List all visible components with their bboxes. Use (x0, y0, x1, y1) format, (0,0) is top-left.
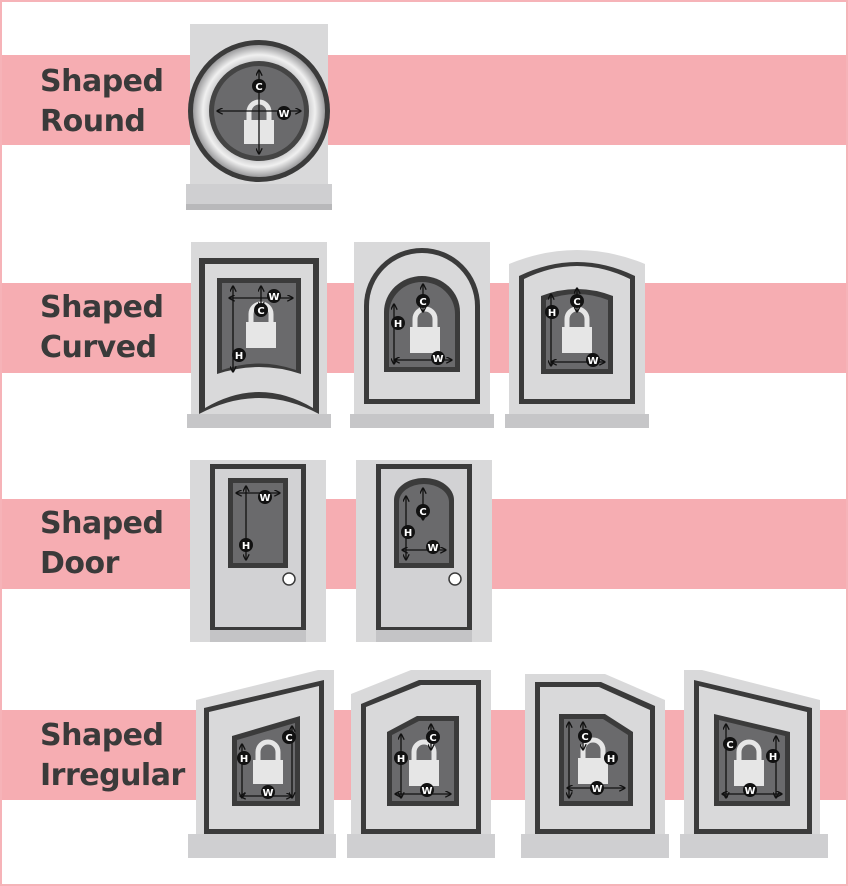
height-marker: H (545, 305, 559, 319)
center-marker-text: C (255, 82, 262, 93)
height-marker-text: H (769, 752, 777, 763)
width-marker: W (586, 353, 600, 367)
width-marker-text: W (268, 292, 279, 303)
width-marker-text: W (591, 784, 602, 795)
center-marker-text: C (419, 507, 426, 518)
sill (505, 414, 649, 428)
row-subtitle: Door (40, 546, 119, 581)
width-marker-text: W (587, 356, 598, 367)
sill (347, 834, 495, 858)
width-marker: W (277, 106, 291, 120)
window-round: C W (186, 24, 332, 210)
center-marker-text: C (581, 732, 588, 743)
lock-icon (253, 739, 283, 784)
center-marker: C (416, 294, 430, 308)
row-label-irregular: Shaped Irregular (40, 716, 185, 796)
height-marker: H (394, 751, 408, 765)
center-marker: C (252, 79, 266, 93)
center-marker: C (578, 729, 592, 743)
height-marker-text: H (242, 541, 250, 552)
threshold (210, 630, 306, 642)
sill (680, 834, 828, 858)
width-marker: W (743, 783, 757, 797)
height-marker: H (391, 316, 405, 330)
row-subtitle: Round (40, 104, 146, 139)
center-marker: C (282, 730, 296, 744)
lock-icon (409, 739, 439, 786)
center-marker-text: C (726, 740, 733, 751)
width-marker-text: W (421, 786, 432, 797)
width-marker-text: W (278, 109, 289, 120)
row-title: Shaped (40, 290, 164, 325)
center-marker-text: C (419, 297, 426, 308)
row-band-round (2, 55, 846, 145)
window-curved-bottom: W C H (187, 242, 331, 428)
width-marker: W (431, 351, 445, 365)
door-rect-glass: W H (190, 460, 326, 642)
height-marker-text: H (394, 319, 402, 330)
door-knob (282, 572, 296, 586)
window-curved-round-top: C H W (350, 242, 494, 428)
height-marker-text: H (240, 754, 248, 765)
row-title: Shaped (40, 718, 164, 753)
row-title: Shaped (40, 506, 164, 541)
height-marker: H (232, 348, 246, 362)
height-marker-text: H (235, 351, 243, 362)
lock-icon (410, 306, 440, 353)
center-marker-text: C (285, 733, 292, 744)
height-marker-text: H (548, 308, 556, 319)
lock-icon (734, 739, 764, 786)
row-subtitle: Irregular (40, 758, 185, 793)
width-marker: W (261, 785, 275, 799)
sill-edge (186, 204, 332, 210)
width-marker-text: W (427, 543, 438, 554)
width-marker: W (590, 781, 604, 795)
height-marker: H (766, 749, 780, 763)
center-marker: C (426, 730, 440, 744)
row-label-door: Shaped Door (40, 504, 164, 584)
center-marker-text: C (257, 306, 264, 317)
height-marker: H (239, 538, 253, 552)
width-marker: W (267, 289, 281, 303)
row-subtitle: Curved (40, 330, 157, 365)
threshold (376, 630, 472, 642)
width-marker-text: W (259, 493, 270, 504)
height-marker: H (401, 525, 415, 539)
window-irregular-1: C H W (188, 670, 336, 858)
width-marker: W (258, 490, 272, 504)
window-irregular-4: C H W (680, 670, 828, 858)
center-marker: C (723, 737, 737, 751)
sill (187, 414, 331, 428)
window-irregular-2: C H W (347, 670, 495, 858)
height-marker-text: H (607, 754, 615, 765)
center-marker: C (570, 294, 584, 308)
window-curved-segment-top: C H W (505, 250, 649, 428)
width-marker: W (420, 783, 434, 797)
center-marker: C (254, 303, 268, 317)
sill (188, 834, 336, 858)
sill (521, 834, 669, 858)
sill (350, 414, 494, 428)
door-knob (448, 572, 462, 586)
width-marker-text: W (744, 786, 755, 797)
width-marker-text: W (432, 354, 443, 365)
height-marker: H (604, 751, 618, 765)
window-irregular-3: C H W (521, 674, 669, 858)
center-marker-text: C (573, 297, 580, 308)
height-marker-text: H (397, 754, 405, 765)
height-marker-text: H (404, 528, 412, 539)
door-arched-glass: C H W (356, 460, 492, 642)
width-marker-text: W (262, 788, 273, 799)
glass (233, 483, 283, 563)
row-label-curved: Shaped Curved (40, 288, 164, 368)
center-marker-text: C (429, 733, 436, 744)
height-marker: H (237, 751, 251, 765)
row-label-round: Shaped Round (40, 62, 164, 142)
row-title: Shaped (40, 64, 164, 99)
center-marker: C (416, 504, 430, 518)
width-marker: W (426, 540, 440, 554)
